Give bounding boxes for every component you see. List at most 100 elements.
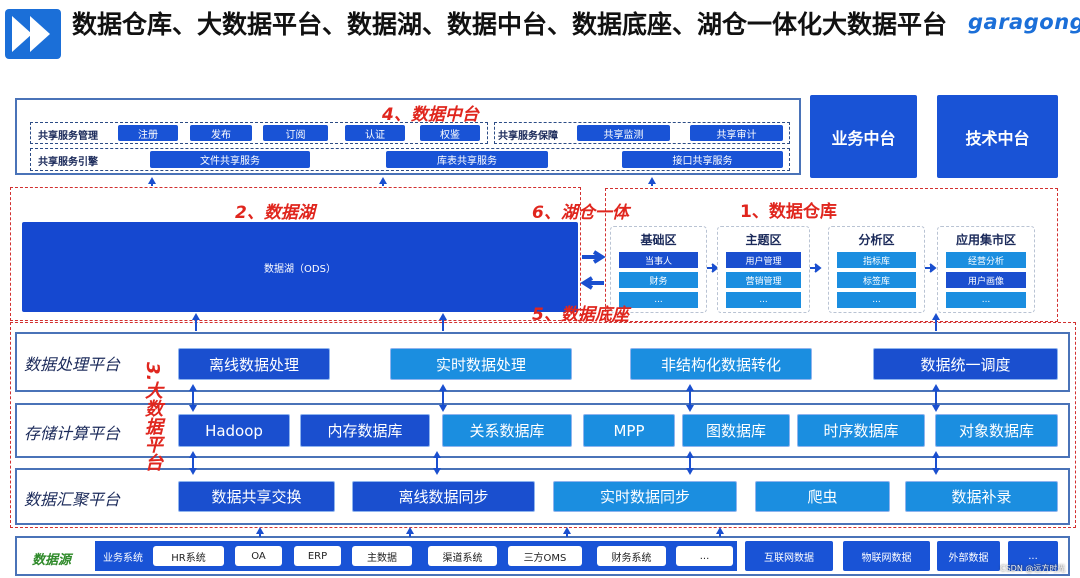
arrow-stem — [195, 319, 197, 331]
zone-item[interactable]: 用户画像 — [946, 272, 1026, 288]
service-mgmt-item[interactable]: 权鉴 — [420, 125, 480, 141]
down-arrow-head — [189, 405, 197, 412]
platform-row-label: 数据汇聚平台 — [24, 489, 121, 509]
up-arrow-icon — [439, 313, 447, 320]
up-arrow-icon — [192, 313, 200, 320]
platform-item[interactable]: 离线数据同步 — [352, 481, 535, 512]
data-lake-area — [10, 187, 581, 321]
service-mgmt-item[interactable]: 认证 — [345, 125, 405, 141]
business-system-item[interactable]: OA — [235, 546, 282, 566]
arrow-stem — [192, 457, 194, 469]
zone-item[interactable]: ... — [946, 292, 1026, 308]
data-warehouse-area — [605, 188, 1058, 322]
data-source-item[interactable]: 外部数据 — [937, 541, 1000, 571]
up-arrow-icon — [256, 527, 264, 534]
platform-item[interactable]: 实时数据同步 — [553, 481, 737, 512]
zone-item[interactable]: ... — [837, 292, 916, 308]
business-system-item[interactable]: 主数据 — [352, 546, 412, 566]
data-warehouse-label: 1、数据仓库 — [740, 202, 837, 222]
business-systems-label: 业务系统 — [103, 553, 143, 564]
platform-item[interactable]: 数据统一调度 — [873, 348, 1058, 380]
zone-title: 分析区 — [858, 233, 895, 247]
platform-item[interactable]: 爬虫 — [755, 481, 890, 512]
zone-title: 主题区 — [745, 233, 782, 247]
business-system-item[interactable]: 渠道系统 — [428, 546, 497, 566]
zone-item[interactable]: 当事人 — [619, 252, 698, 268]
platform-item[interactable]: 对象数据库 — [935, 414, 1058, 447]
business-system-item[interactable]: 三方OMS — [508, 546, 582, 566]
arrow-stem — [442, 319, 444, 331]
service-guarantee-item[interactable]: 共享监测 — [577, 125, 670, 141]
platform-item[interactable]: 实时数据处理 — [390, 348, 572, 380]
double-arrow-icon — [686, 451, 694, 458]
zone-item[interactable]: 用户管理 — [726, 252, 801, 268]
zone-item[interactable]: ... — [726, 292, 801, 308]
up-arrow-icon — [379, 177, 387, 184]
service-mgmt-item[interactable]: 注册 — [118, 125, 178, 141]
service-engine-label: 共享服务引擎 — [38, 157, 98, 168]
zone-item[interactable]: 标签库 — [837, 272, 916, 288]
down-arrow-head — [686, 405, 694, 412]
tech-middle-platform[interactable]: 技术中台 — [937, 95, 1058, 178]
right-arrow-icon — [810, 263, 822, 273]
platform-item[interactable]: Hadoop — [178, 414, 290, 447]
zone-item[interactable]: 指标库 — [837, 252, 916, 268]
lakehouse-label: 6、湖仓一体 — [532, 203, 629, 223]
up-arrow-icon — [406, 527, 414, 534]
arrow-stem — [935, 457, 937, 469]
zone-item[interactable]: 营销管理 — [726, 272, 801, 288]
platform-item[interactable]: 非结构化数据转化 — [630, 348, 812, 380]
data-source-item[interactable]: 物联网数据 — [843, 541, 930, 571]
platform-item[interactable]: 关系数据库 — [442, 414, 572, 447]
data-source-item[interactable]: 互联网数据 — [745, 541, 833, 571]
platform-item[interactable]: 图数据库 — [682, 414, 790, 447]
down-arrow-head — [932, 405, 940, 412]
arrow-stem — [935, 319, 937, 331]
arrow-stem — [935, 390, 937, 406]
business-system-item[interactable]: HR系统 — [153, 546, 224, 566]
service-guarantee-group — [494, 122, 790, 144]
big-data-platform-label: 3.大数据平台 — [142, 362, 163, 472]
service-engine-item[interactable]: 文件共享服务 — [150, 151, 310, 168]
down-arrow-head — [686, 468, 694, 475]
platform-item[interactable]: 数据共享交换 — [178, 481, 335, 512]
service-mgmt-label: 共享服务管理 — [38, 131, 98, 142]
right-arrow-icon — [925, 263, 937, 273]
page-title: 数据仓库、大数据平台、数据湖、数据中台、数据底座、湖仓一体化大数据平台 — [72, 10, 948, 39]
arrow-stem — [566, 533, 568, 537]
service-engine-group — [30, 148, 790, 171]
arrow-stem — [442, 390, 444, 406]
business-middle-platform[interactable]: 业务中台 — [810, 95, 917, 178]
bidirectional-arrow-icon — [580, 250, 606, 290]
platform-item[interactable]: 离线数据处理 — [178, 348, 330, 380]
down-arrow-head — [189, 468, 197, 475]
platform-item[interactable]: 内存数据库 — [300, 414, 430, 447]
platform-item[interactable]: MPP — [583, 414, 675, 447]
data-source-item[interactable]: ... — [1008, 541, 1058, 571]
service-guarantee-item[interactable]: 共享审计 — [690, 125, 783, 141]
zone-item[interactable]: 经营分析 — [946, 252, 1026, 268]
service-mgmt-item[interactable]: 发布 — [190, 125, 252, 141]
double-arrow-icon — [189, 451, 197, 458]
arrow-stem — [259, 533, 261, 537]
service-mgmt-item[interactable]: 订阅 — [263, 125, 328, 141]
zone-item[interactable]: 财务 — [619, 272, 698, 288]
service-engine-item[interactable]: 接口共享服务 — [622, 151, 783, 168]
business-system-item[interactable]: 财务系统 — [597, 546, 666, 566]
business-system-item[interactable]: ... — [676, 546, 733, 566]
up-arrow-icon — [148, 177, 156, 184]
platform-item[interactable]: 时序数据库 — [797, 414, 925, 447]
double-arrow-icon — [686, 384, 694, 391]
platform-item[interactable]: 数据补录 — [905, 481, 1058, 512]
zone-item[interactable]: ... — [619, 292, 698, 308]
data-lake-ods[interactable]: 数据湖（ODS） — [22, 222, 578, 312]
up-arrow-icon — [648, 177, 656, 184]
arrow-stem — [436, 457, 438, 469]
arrow-stem — [651, 183, 653, 186]
arrow-stem — [719, 533, 721, 537]
business-system-item[interactable]: ERP — [294, 546, 341, 566]
service-engine-item[interactable]: 库表共享服务 — [386, 151, 548, 168]
data-base-label: 5、数据底座 — [532, 305, 629, 325]
big-data-platform-area — [10, 322, 1076, 528]
data-lake-label: 2、数据湖 — [235, 203, 315, 223]
